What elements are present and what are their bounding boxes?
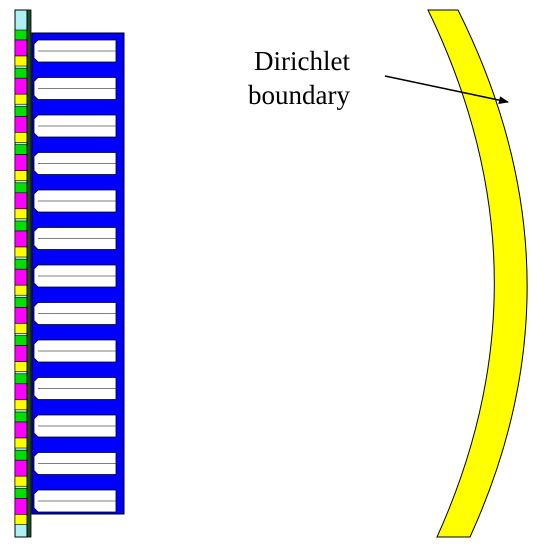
magnet-segment-yellow (14, 399, 28, 411)
magnet-segment-magenta (14, 230, 28, 248)
magnet-segment-green (14, 106, 28, 117)
dirichlet-boundary-band (427, 9, 528, 538)
rail (26, 9, 32, 538)
magnet-strip (14, 9, 28, 538)
magnet-segment-magenta (14, 498, 28, 515)
magnet-segment-green (14, 488, 28, 499)
magnet-segment-yellow (14, 132, 28, 143)
magnet-segment-green (14, 182, 28, 194)
magnet-segment-yellow (14, 475, 28, 487)
magnet-segment-green (14, 29, 28, 41)
magnet-segment-yellow (14, 55, 28, 67)
magnet-segment-yellow (14, 170, 28, 181)
magnet-segment-green (14, 144, 28, 155)
magnet-segment-magenta (14, 307, 28, 324)
magnet-segment-green (14, 335, 28, 346)
magnet-segment-yellow (14, 93, 28, 105)
magnet-segment-magenta (14, 77, 28, 95)
magnet-segment-magenta (14, 39, 28, 57)
magnet-segment-yellow (14, 514, 28, 525)
magnet-segment-green (14, 297, 28, 308)
magnet-segment-green (14, 373, 28, 385)
annotation-line-1: Dirichlet (254, 46, 350, 76)
magnet-segment-magenta (14, 459, 28, 477)
magnet-segment-yellow (14, 361, 28, 372)
magnet-segments (14, 29, 28, 525)
magnet-segment-magenta (14, 268, 28, 286)
magnet-segment-magenta (14, 192, 28, 210)
magnet-segment-green (14, 449, 28, 461)
magnet-segment-magenta (14, 345, 28, 362)
slotted-core (31, 32, 125, 515)
magnet-segment-magenta (14, 116, 28, 133)
magnet-segment-yellow (14, 437, 28, 449)
magnet-segment-magenta (14, 383, 28, 401)
magnet-segment-green (14, 220, 28, 232)
magnet-segment-yellow (14, 208, 28, 220)
magnet-segment-yellow (14, 323, 28, 334)
annotation-line-2: boundary (248, 80, 350, 110)
magnet-segment-green (14, 258, 28, 270)
magnet-segment-yellow (14, 246, 28, 258)
annotation-arrow (384, 75, 509, 105)
core-slots (33, 39, 117, 513)
magnet-segment-green (14, 67, 28, 79)
magnet-segment-yellow (14, 284, 28, 296)
magnet-segment-green (14, 411, 28, 423)
magnet-segment-magenta (14, 421, 28, 439)
magnet-segment-magenta (14, 154, 28, 171)
